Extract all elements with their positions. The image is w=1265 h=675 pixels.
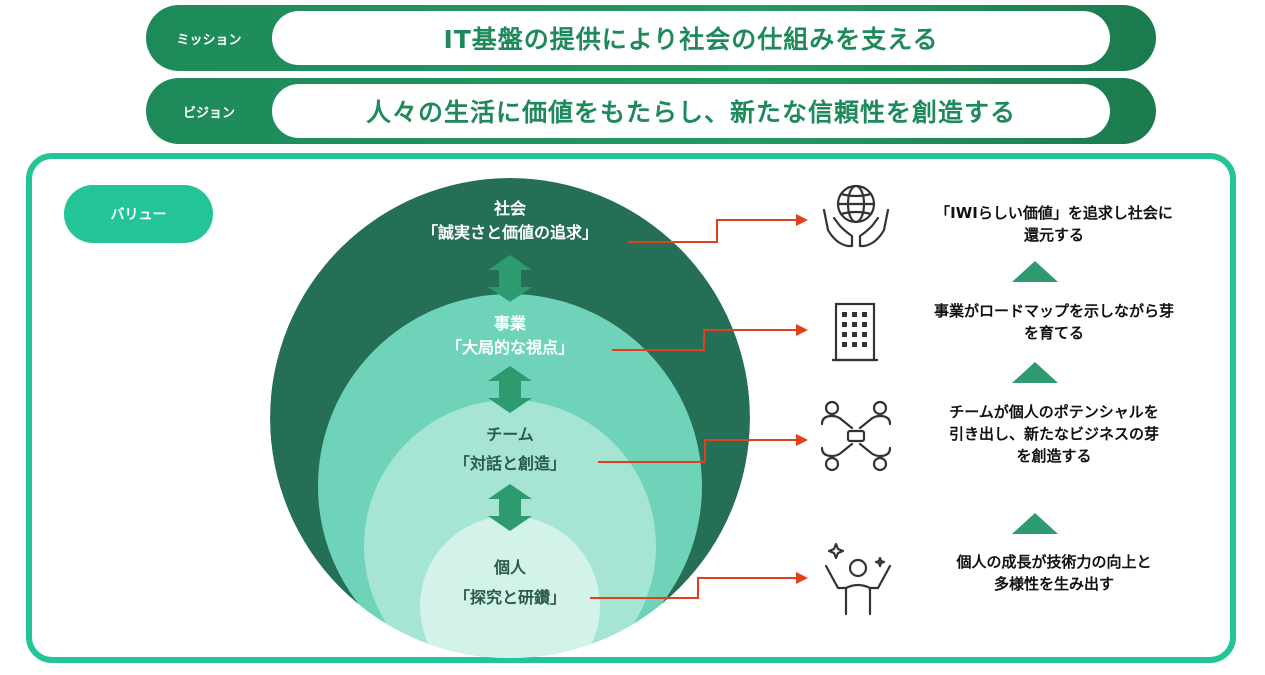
layer-value-team: 「対話と創造」 xyxy=(453,453,566,473)
mission-tag: ミッション xyxy=(176,32,242,48)
vision-tag: ビジョン xyxy=(182,105,235,121)
connector-individual xyxy=(590,577,798,599)
vision-statement: 人々の生活に価値をもたらし、新たな信頼性を創造する xyxy=(272,84,1110,138)
connector-arrowhead-business xyxy=(796,324,808,336)
double-arrow-team-individual xyxy=(488,484,532,531)
connector-society xyxy=(628,219,798,243)
outcome-individual: 個人の成長が技術力の向上と多様性を生み出す xyxy=(956,553,1152,593)
up-arrow-1 xyxy=(1012,261,1058,282)
layer-value-business: 「大局的な視点」 xyxy=(445,338,574,357)
layer-value-society: 「誠実さと価値の追求」 xyxy=(421,223,598,242)
layer-name-individual: 個人 xyxy=(493,558,526,577)
layer-label-society: 社会 「誠実さと価値の追求」 xyxy=(380,197,640,245)
mission-band: ミッション IT基盤の提供により社会の仕組みを支える xyxy=(146,5,1156,71)
circle-individual xyxy=(420,516,600,658)
connector-arrowhead-team xyxy=(796,434,808,446)
outcome-business: 事業がロードマップを示しながら芽を育てる xyxy=(934,302,1175,342)
up-arrow-3 xyxy=(1012,513,1058,534)
globe-hands-icon xyxy=(822,184,890,248)
vision-band: ビジョン 人々の生活に価値をもたらし、新たな信頼性を創造する xyxy=(146,78,1156,144)
connector-team xyxy=(598,439,798,463)
layer-name-team: チーム xyxy=(486,425,534,444)
connector-arrowhead-society xyxy=(796,214,808,226)
mission-statement: IT基盤の提供により社会の仕組みを支える xyxy=(272,11,1110,65)
building-icon xyxy=(832,302,878,362)
up-arrow-2 xyxy=(1012,362,1058,383)
values-panel xyxy=(26,153,1236,663)
double-arrow-society-business xyxy=(488,255,532,302)
connector-business xyxy=(612,329,798,351)
layer-label-individual: 個人 「探究と研鑽」 xyxy=(380,553,640,614)
double-arrow-business-team xyxy=(488,366,532,413)
outcome-team: チームが個人のポテンシャルを引き出し、新たなビジネスの芽を創造する xyxy=(948,403,1159,465)
team-collaboration-icon xyxy=(820,400,892,472)
layer-name-society: 社会 xyxy=(493,199,526,218)
layer-value-individual: 「探究と研鑽」 xyxy=(453,588,566,608)
outcome-society: 「IWIらしい価値」を追求し社会に還元する xyxy=(935,204,1173,244)
values-tag: バリュー xyxy=(64,185,213,243)
layer-label-business: 事業 「大局的な視点」 xyxy=(380,312,640,360)
layer-name-business: 事業 xyxy=(493,314,526,333)
person-growth-icon xyxy=(824,542,892,616)
connector-arrowhead-individual xyxy=(796,572,808,584)
layer-label-team: チーム 「対話と創造」 xyxy=(380,421,640,479)
